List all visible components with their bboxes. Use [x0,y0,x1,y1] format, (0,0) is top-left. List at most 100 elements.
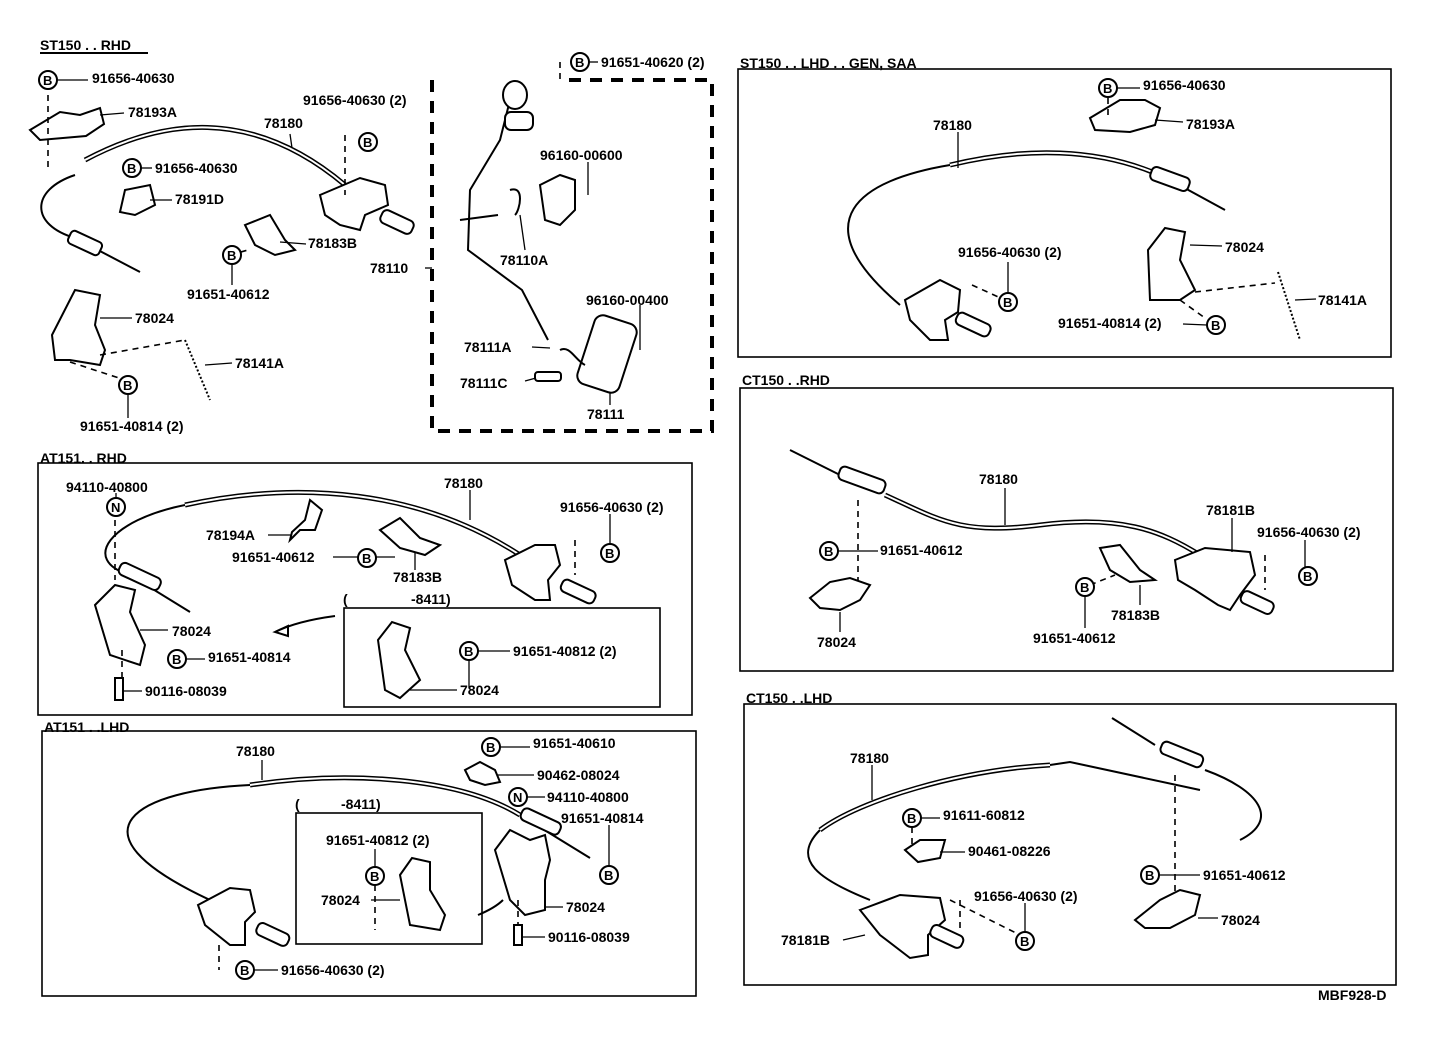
badge-b: B [1080,580,1089,595]
part-label: 78141A [235,355,284,371]
badge-b: B [824,544,833,559]
badge-b: B [43,73,52,88]
part-label: 91651-40620 (2) [601,54,705,70]
part-label: 91651-40812 (2) [513,643,617,659]
part-label: 78024 [1221,912,1260,928]
panel-title: AT151. . RHD [40,450,127,466]
part-label: 90116-08039 [548,929,630,945]
part-label: 91651-40612 [1203,867,1286,883]
badge-b: B [1003,295,1012,310]
badge-b: B [1020,934,1029,949]
part-label: 91656-40630 (2) [1257,524,1361,540]
part-label: 91656-40630 (2) [958,244,1062,260]
part-label: 91656-40630 (2) [974,888,1078,904]
part-label: 78180 [444,475,483,491]
badge-b: B [1303,569,1312,584]
part-label: 91651-40612 [187,286,270,302]
part-label: -8411) [411,591,451,607]
panel-st150-rhd: ST150 . . RHD B B B B B [28,37,415,434]
part-label: 90461-08226 [968,843,1051,859]
badge-b: B [1145,868,1154,883]
part-label: 78110A [500,252,548,268]
part-label: 78024 [1225,239,1264,255]
part-label: 78024 [321,892,360,908]
badge-n: N [111,500,120,515]
part-label: 78183B [308,235,357,251]
badge-b: B [575,55,584,70]
part-label: 78111A [464,339,512,355]
badge-b: B [605,546,614,561]
part-label: 91656-40630 (2) [560,499,664,515]
part-label: 96160-00600 [540,147,623,163]
badge-b: B [1103,81,1112,96]
part-label: 78141A [1318,292,1367,308]
badge-b: B [123,378,132,393]
part-label: 91651-40814 [208,649,291,665]
part-label: 91651-40612 [232,549,315,565]
part-label: 94110-40800 [547,789,629,805]
part-label: 91651-40610 [533,735,616,751]
badge-b: B [227,248,236,263]
badge-b: B [464,644,473,659]
part-label: 91651-40812 (2) [326,832,430,848]
part-label: 90116-08039 [145,683,227,699]
part-label: 91651-40612 [880,542,963,558]
part-label: 78024 [817,634,856,650]
part-label: 91651-40814 (2) [80,418,184,434]
part-label: 91656-40630 (2) [303,92,407,108]
panel-st150-lhd: ST150 . . LHD . . GEN, SAA B B B 91656-4… [737,55,1392,358]
panel-ct150-lhd: CT150 . .LHD B B B 78180 91611-60812 904… [743,690,1397,986]
panel-title: AT151 . .LHD [44,719,129,735]
badge-b: B [363,135,372,150]
part-label: 78183B [393,569,442,585]
part-label: 78111C [460,375,508,391]
part-label: 78180 [933,117,972,133]
part-label: 78194A [206,527,255,543]
part-label: 78191D [175,191,224,207]
part-label: 78024 [460,682,499,698]
part-label: 78180 [979,471,1018,487]
part-label: 78111 [587,406,625,422]
badge-b: B [172,652,181,667]
badge-b: B [240,963,249,978]
part-label: 91656-40630 [155,160,238,176]
panel-title: ST150 . . LHD . . GEN, SAA [740,55,917,71]
part-label: 78181B [1206,502,1255,518]
badge-b: B [362,551,371,566]
panel-ct150-rhd: CT150 . .RHD B B B 78180 78181B 91656-40… [739,372,1394,672]
badge-n: N [513,790,522,805]
part-label: 91651-40814 (2) [1058,315,1162,331]
panel-center-pedal: B 91651-40620 (2) 96160-00600 78110A 781… [370,52,714,433]
part-label: 78024 [566,899,605,915]
part-label: 96160-00400 [586,292,669,308]
part-label: 78183B [1111,607,1160,623]
badge-b: B [604,868,613,883]
badge-b: B [127,161,136,176]
panel-title: CT150 . .RHD [742,372,830,388]
part-label: 78024 [172,623,211,639]
part-label: 91656-40630 [92,70,175,86]
panel-at151-lhd: AT151 . .LHD B N B B B 78180 91651 [41,719,697,997]
part-label: 78024 [135,310,174,326]
panel-at151-rhd: AT151. . RHD N B B B B [37,450,693,716]
part-label: 91651-40612 [1033,630,1116,646]
part-label: 94110-40800 [66,479,148,495]
part-label: 78180 [850,750,889,766]
part-label: 78193A [128,104,177,120]
badge-b: B [486,740,495,755]
part-label: 78180 [264,115,303,131]
panel-title: ST150 . . RHD [40,37,131,53]
badge-b: B [370,869,379,884]
part-label: 91656-40630 (2) [281,962,385,978]
part-label: 91611-60812 [943,807,1025,823]
part-label: 78181B [781,932,830,948]
part-label: 78110 [370,260,408,276]
part-label: ( [295,796,300,812]
part-label: -8411) [341,796,381,812]
part-label: 91656-40630 [1143,77,1226,93]
badge-b: B [907,811,916,826]
part-label: ( [343,591,348,607]
part-label: 90462-08024 [537,767,620,783]
panel-title: CT150 . .LHD [746,690,832,706]
